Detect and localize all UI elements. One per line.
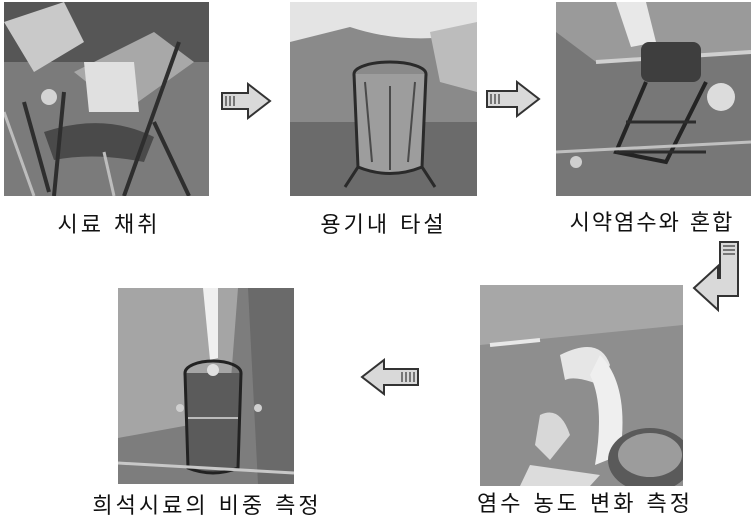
container-placement-image bbox=[290, 2, 477, 196]
step-2-caption: 용기내 타설 bbox=[290, 207, 477, 239]
step-4-photo bbox=[480, 285, 683, 486]
step-1-caption: 시료 채취 bbox=[14, 207, 204, 239]
reagent-mixing-image bbox=[556, 2, 751, 196]
specific-gravity-measurement-image bbox=[118, 288, 294, 484]
sample-collection-image bbox=[4, 2, 209, 196]
arrow-right-icon bbox=[485, 80, 541, 118]
step-1-photo bbox=[4, 2, 209, 196]
arrow-right-icon bbox=[220, 82, 272, 120]
step-3-caption: 시약염수와 혼합 bbox=[549, 205, 755, 237]
step-5-caption: 희석시료의 비중 측정 bbox=[62, 488, 352, 520]
arrow-left-icon bbox=[360, 358, 420, 396]
step-2-photo bbox=[290, 2, 477, 196]
step-5-photo bbox=[118, 288, 294, 484]
concentration-measurement-image bbox=[480, 285, 683, 486]
step-4-caption: 염수 농도 변화 측정 bbox=[450, 486, 720, 518]
arrow-bend-down-left-icon bbox=[692, 238, 752, 320]
step-3-photo bbox=[556, 2, 751, 196]
